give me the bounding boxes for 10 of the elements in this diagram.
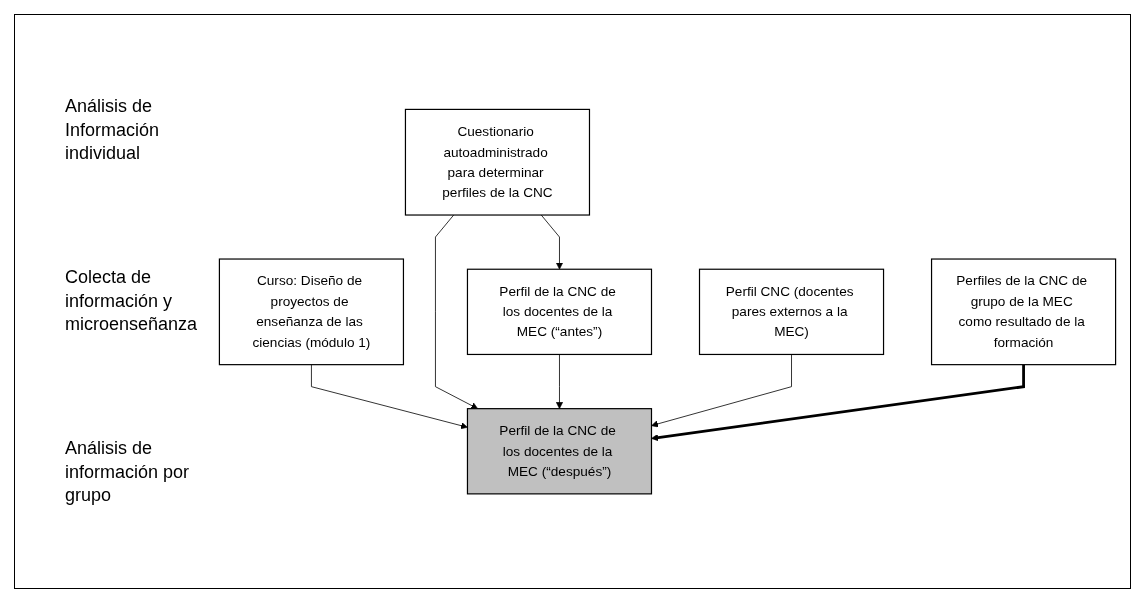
row-label: Análisis de información por grupo bbox=[65, 437, 191, 508]
node-box: Perfiles de la CNC de grupo de la MEC como resultado de la formación bbox=[930, 258, 1117, 366]
node-box: Perfil de la CNC de los docentes de la MEC (“después”) bbox=[466, 407, 653, 495]
node-box: Curso: Diseño de proyectos de enseñanza de las ciencias (módulo 1) bbox=[218, 258, 405, 366]
node-box: Cuestionario autoadministrado para determinar perfiles de la CNC bbox=[404, 108, 591, 216]
node-box: Perfil de la CNC de los docentes de la MEC (“antes”) bbox=[466, 268, 653, 355]
row-label: Colecta de información y microenseñanza bbox=[65, 266, 199, 337]
node-box: Perfil CNC (docentes pares externos a la MEC) bbox=[698, 268, 885, 355]
arrow bbox=[651, 364, 1025, 441]
row-label: Análisis de Información individual bbox=[65, 95, 161, 166]
